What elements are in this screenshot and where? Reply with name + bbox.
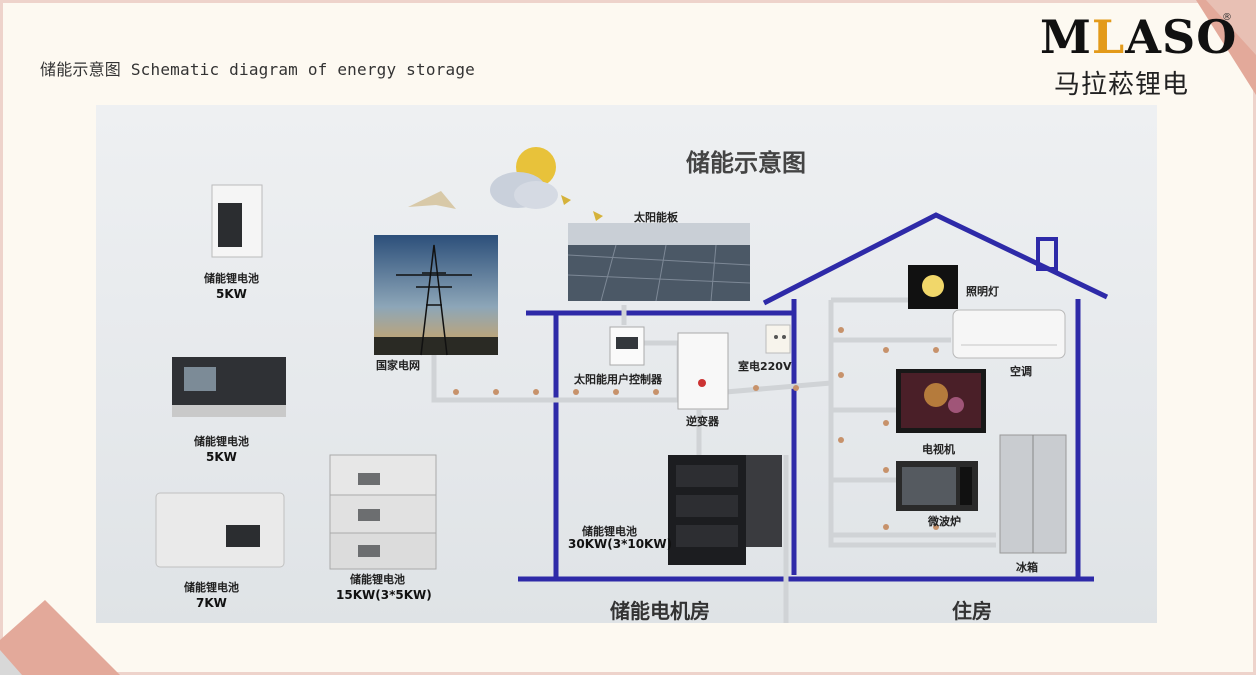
battery-3-name: 储能锂电池	[184, 581, 239, 594]
solar-controller-device	[609, 326, 645, 366]
light-label: 照明灯	[966, 285, 999, 298]
air-conditioner-icon	[952, 309, 1066, 359]
battery-2-name: 储能锂电池	[194, 435, 249, 448]
battery-stack-unit-4	[329, 454, 437, 570]
air-conditioner-label: 空调	[1010, 365, 1032, 378]
corner-decoration-top-right	[1196, 0, 1256, 95]
battery-wall-unit-1	[211, 184, 263, 258]
logo-letter-a: A	[1125, 10, 1162, 64]
inverter-device	[677, 332, 729, 410]
bird-icon	[408, 191, 456, 209]
registered-mark: ®	[1222, 12, 1232, 23]
logo-letter-l: L	[1091, 10, 1126, 64]
battery-4-name: 储能锂电池	[350, 573, 405, 586]
battery-floor-unit-2	[172, 357, 286, 417]
battery-1-capacity: 5KW	[216, 287, 247, 301]
fridge-icon	[999, 434, 1067, 554]
chimney	[1036, 237, 1058, 271]
logo-letter-m: M	[1040, 10, 1092, 64]
microwave-icon	[896, 461, 978, 511]
battery-1-name: 储能锂电池	[204, 272, 259, 285]
battery-3-capacity: 7KW	[196, 596, 227, 610]
solar-controller-label: 太阳能用户控制器	[574, 373, 662, 386]
wall-socket-icon	[765, 324, 791, 354]
television-icon	[896, 369, 986, 433]
battery-2-capacity: 5KW	[206, 450, 237, 464]
television-label: 电视机	[922, 443, 955, 456]
battery-5-name: 储能锂电池	[582, 525, 637, 538]
socket-label: 室电220V	[738, 360, 792, 373]
solar-panel-label: 太阳能板	[634, 211, 678, 224]
brand-subtitle: 马拉菘锂电	[1054, 70, 1190, 100]
brand-logo: MLASO	[1040, 14, 1237, 60]
cloud-icon	[490, 172, 558, 209]
battery-wall-unit-3	[155, 492, 285, 568]
microwave-label: 微波炉	[928, 515, 961, 528]
diagram-illustration	[155, 147, 1109, 623]
power-grid-label: 国家电网	[376, 359, 420, 372]
page-caption: 储能示意图 Schematic diagram of energy storag…	[40, 60, 475, 79]
battery-5-capacity: 30KW(3*10KW)	[568, 537, 673, 551]
light-bulb-icon	[908, 265, 958, 309]
logo-letter-o: O	[1196, 10, 1238, 64]
fridge-label: 冰箱	[1016, 561, 1038, 574]
diagram-title: 储能示意图	[686, 149, 806, 177]
power-grid-image	[374, 235, 498, 355]
battery-cabinet-unit-5	[668, 455, 782, 565]
corner-decoration-bottom-left	[0, 600, 120, 675]
battery-4-capacity: 15KW(3*5KW)	[336, 588, 432, 602]
residence-label: 住房	[952, 599, 992, 623]
engine-room-label: 储能电机房	[610, 599, 710, 623]
inverter-label: 逆变器	[686, 415, 719, 428]
energy-storage-diagram-photo: 储能示意图 太阳能板 国家电网 太阳能用户控制器 逆变器 室电220V 照明灯 …	[96, 105, 1157, 623]
logo-letter-s: S	[1161, 10, 1197, 64]
